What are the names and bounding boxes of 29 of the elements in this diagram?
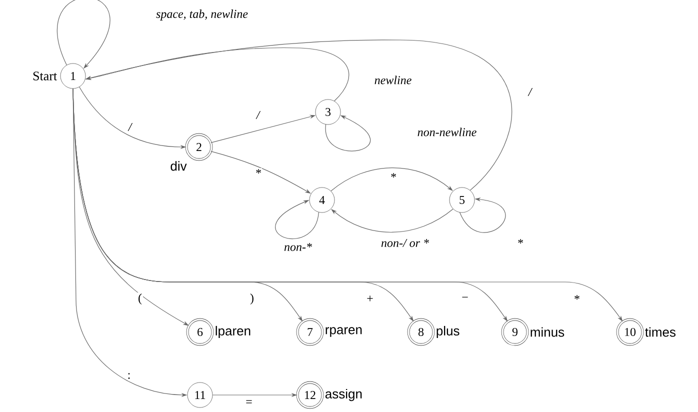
edge-label: space, tab, newline xyxy=(155,8,249,22)
state-label: times xyxy=(645,327,676,337)
edge-label: − xyxy=(460,296,470,302)
edge-label: + xyxy=(366,294,374,304)
state-label: div xyxy=(170,161,187,171)
state-label: plus xyxy=(436,326,460,338)
state-label: Start xyxy=(33,72,58,80)
edge-label: non-/ or * xyxy=(380,238,430,248)
state-label: assign xyxy=(325,388,362,402)
edge-label: non-* xyxy=(283,242,313,252)
edge-label: newline xyxy=(373,74,413,86)
edge-label: * xyxy=(573,294,581,304)
edge-label: * xyxy=(389,172,397,182)
self-loop-arrow xyxy=(326,115,370,152)
edge-label: ) xyxy=(249,292,255,306)
state-label: lparen xyxy=(216,326,250,338)
self-loop-arrow xyxy=(275,200,320,239)
edge-label: / xyxy=(527,86,533,98)
edge-label: ( xyxy=(137,292,143,306)
edge-label: = xyxy=(244,399,254,407)
edge-label: * xyxy=(254,168,262,178)
edge-label: / xyxy=(127,122,133,132)
state-label: minus xyxy=(530,327,564,337)
edge-label: * xyxy=(516,238,524,248)
edge-label: / xyxy=(255,110,261,120)
state-label: rparen xyxy=(326,327,362,337)
edge-label: : xyxy=(126,372,132,380)
edge-label: non-newline xyxy=(416,126,478,138)
arrow xyxy=(331,208,454,233)
